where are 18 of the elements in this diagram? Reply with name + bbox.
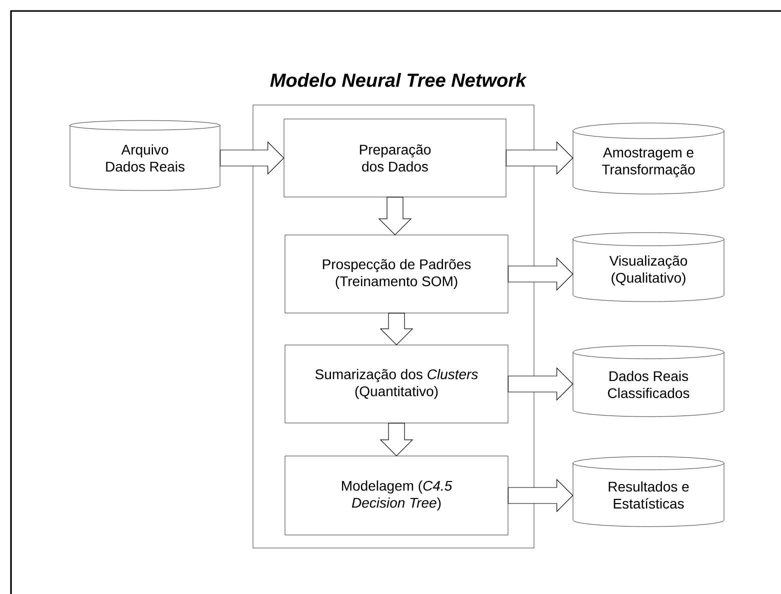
block-arrow: [380, 312, 414, 346]
process-box: Sumarização dos Clusters (Quantitativo): [284, 344, 508, 424]
database-cylinder: Dados Reais Classificados: [572, 345, 724, 417]
block-arrow: [508, 478, 574, 512]
block-arrow: [220, 141, 284, 175]
database-cylinder: Visualização (Qualitativo): [572, 232, 724, 302]
database-cylinder: Arquivo Dados Reais: [70, 120, 220, 191]
process-box: Prospecção de Padrões (Treinamento SOM): [284, 234, 508, 314]
process-box: Modelagem (C4.5 Decision Tree): [284, 456, 508, 536]
block-arrow: [380, 422, 414, 456]
database-cylinder: Amostragem e Transformação: [572, 122, 724, 194]
process-box: Preparação dos Dados: [284, 118, 506, 198]
title: Modelo Neural Tree Network: [270, 73, 527, 87]
database-cylinder: Resultados e Estatísticas: [572, 456, 724, 527]
block-arrow: [508, 367, 574, 401]
block-arrow: [508, 257, 574, 291]
block-arrow: [506, 141, 574, 175]
block-arrow: [378, 196, 412, 236]
